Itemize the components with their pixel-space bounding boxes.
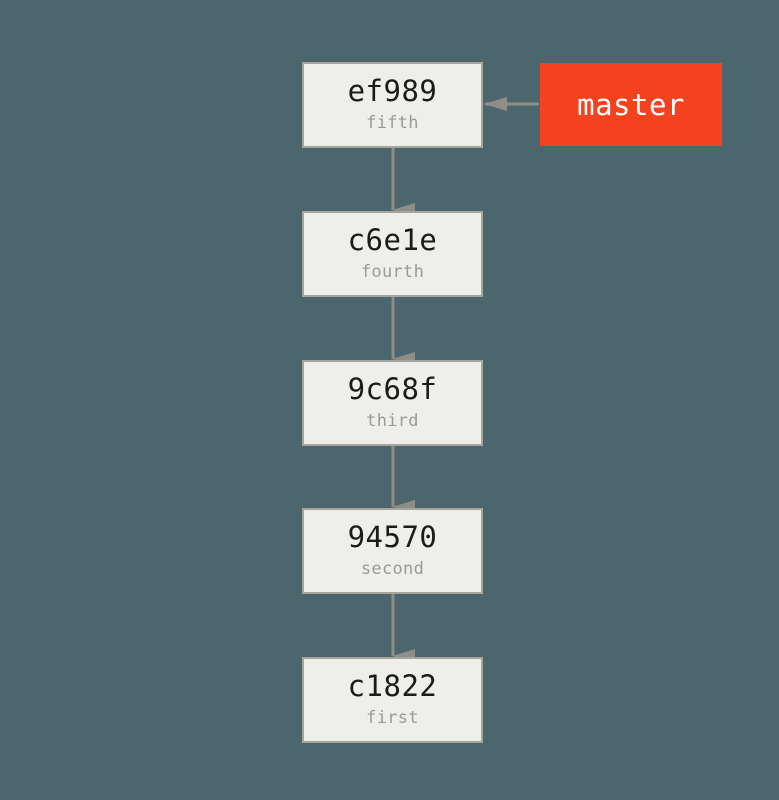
commit-node-ef989[interactable]: ef989 fifth	[302, 62, 483, 148]
commit-hash: 94570	[347, 519, 438, 554]
commit-message: fourth	[360, 262, 425, 283]
commit-hash: c1822	[347, 668, 438, 703]
commit-node-c1822[interactable]: c1822 first	[302, 657, 483, 743]
commit-message: second	[360, 559, 425, 580]
commit-hash: 9c68f	[347, 371, 438, 406]
commit-hash: ef989	[347, 73, 438, 108]
branch-label-master[interactable]: master	[540, 63, 722, 146]
commit-message: first	[366, 708, 419, 729]
commit-node-c6e1e[interactable]: c6e1e fourth	[302, 211, 483, 297]
commit-hash: c6e1e	[347, 222, 438, 257]
commit-message: fifth	[366, 113, 419, 134]
branch-label-text: master	[577, 87, 685, 122]
commit-node-9c68f[interactable]: 9c68f third	[302, 360, 483, 446]
commit-node-94570[interactable]: 94570 second	[302, 508, 483, 594]
commit-message: third	[366, 411, 419, 432]
